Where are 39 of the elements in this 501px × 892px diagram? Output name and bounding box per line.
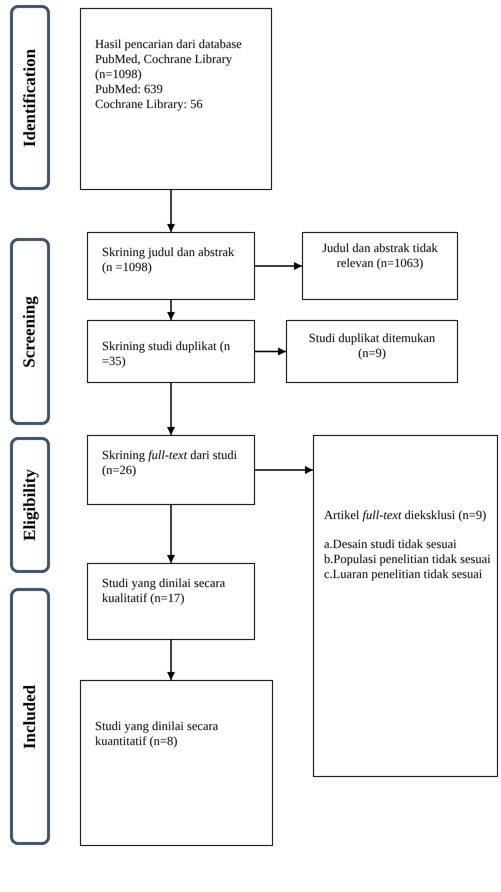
arrow [255, 348, 286, 356]
box-text: Artikel full-text dieksklusi (n=9) [324, 508, 488, 523]
box-text: a.Desain studi tidak sesuai [324, 537, 458, 552]
arrow [255, 262, 302, 270]
arrow [167, 640, 175, 680]
phase-label-band [10, 5, 50, 190]
arrow [255, 466, 313, 474]
box-text: Studi yang dinilai secara kuantitatif (n=8) [95, 719, 220, 749]
box-text: Studi yang dinilai secara kualitatif (n=17) [102, 576, 226, 606]
arrow [167, 383, 175, 435]
process-box [302, 232, 458, 300]
box-text: Hasil pencarian dari database PubMed, Cochrane Library (n=1098) [95, 37, 243, 82]
phase-label: Identification [20, 48, 40, 147]
phase-label-band [10, 588, 50, 845]
process-box [313, 435, 498, 777]
phase-label-band [10, 437, 50, 573]
box-text: Judul dan abstrak tidak relevan (n=1063) [321, 241, 439, 271]
process-box [87, 435, 255, 505]
arrow [167, 505, 175, 563]
phase-label: Included [20, 684, 40, 749]
box-text: Skrining studi duplikat (n =35) [102, 339, 232, 369]
box-text: b.Populasi penelitian tidak sesuai [324, 552, 491, 567]
process-box [80, 680, 273, 846]
process-box [87, 320, 255, 383]
process-box [286, 320, 458, 383]
box-text: PubMed: 639 [95, 82, 164, 97]
arrow [167, 190, 175, 232]
process-box [80, 8, 272, 190]
process-box [87, 563, 255, 640]
box-text: Skrining judul dan abstrak (n =1098) [102, 245, 236, 275]
phase-label-band [10, 238, 50, 425]
arrow [167, 300, 175, 320]
phase-label: Eligibility [20, 469, 40, 541]
process-box [87, 232, 255, 300]
box-text: Cochrane Library: 56 [95, 97, 204, 112]
box-text: c.Luaran penelitian tidak sesuai [324, 567, 484, 582]
box-text: Skrining full-text dari studi (n=26) [102, 448, 238, 478]
phase-label: Screening [20, 296, 40, 368]
box-text: Studi duplikat ditemukan (n=9) [308, 331, 436, 361]
